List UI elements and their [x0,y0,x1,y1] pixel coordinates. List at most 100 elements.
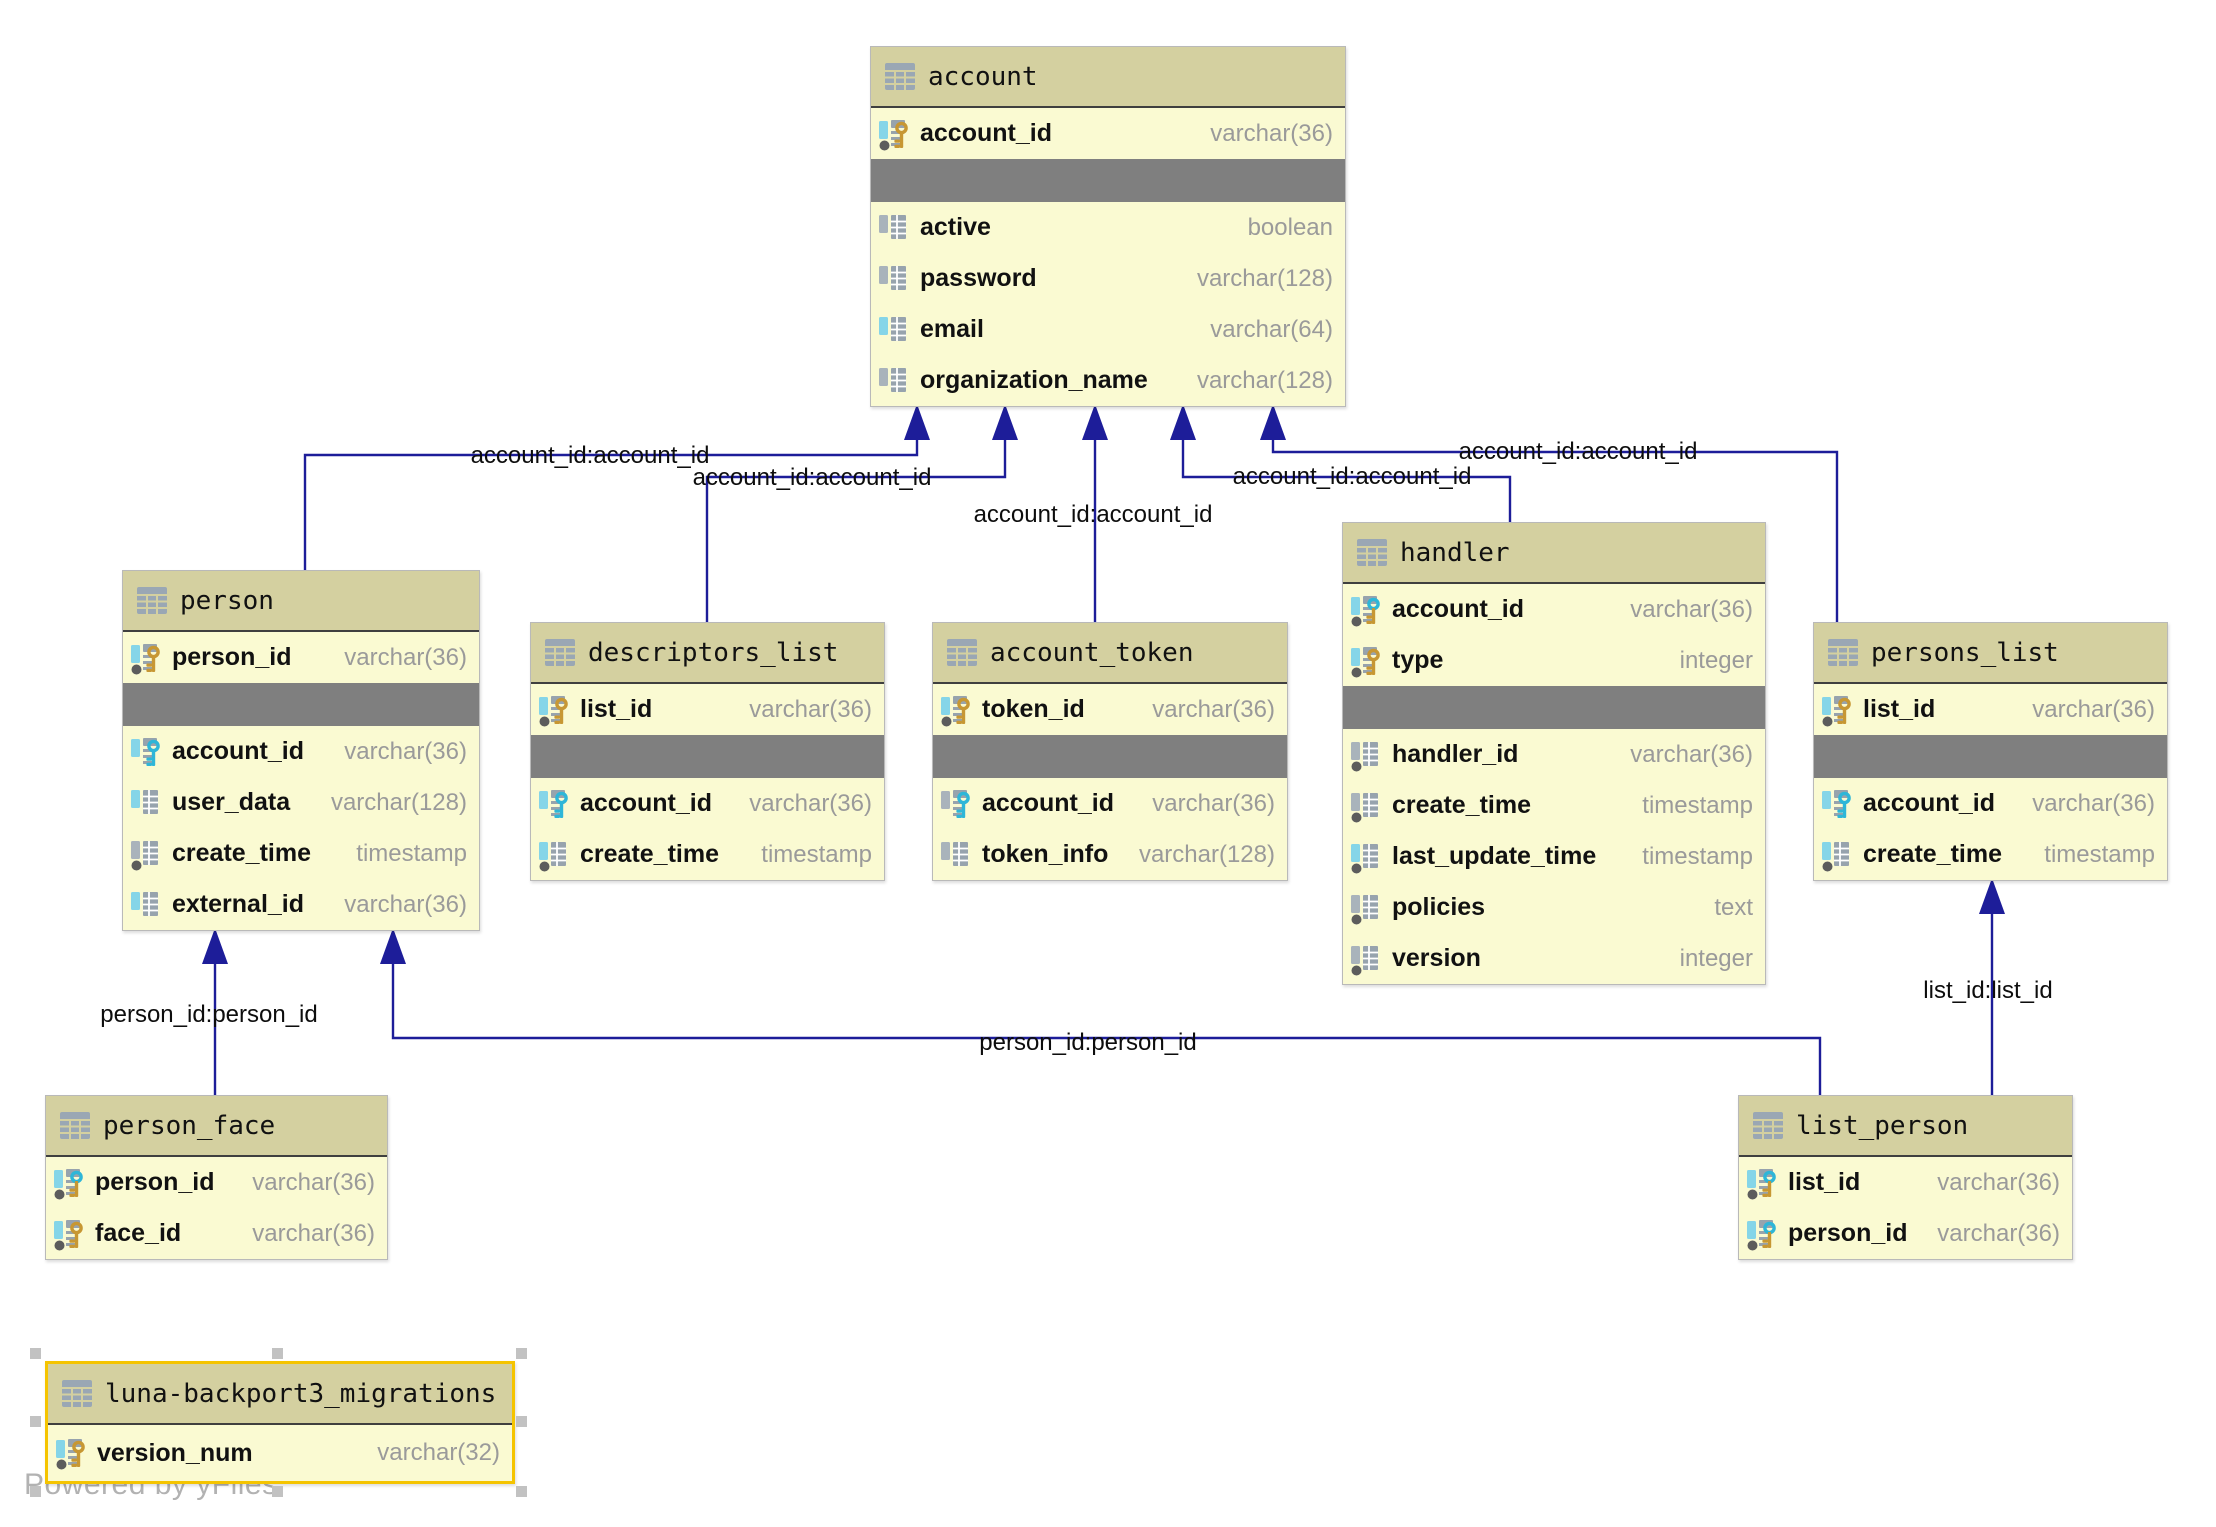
table-descriptors-list[interactable]: descriptors_list list_id varchar(36) acc… [530,622,885,881]
relationship-edge[interactable] [1979,878,2005,1095]
column-type: varchar(36) [252,1219,375,1247]
table-name: descriptors_list [588,637,839,668]
column-type: varchar(36) [344,737,467,765]
arrowhead-icon [1082,404,1108,440]
table-header[interactable]: descriptors_list [531,623,884,684]
table-person[interactable]: person person_id varchar(36) account_id … [122,570,480,931]
column-icon [539,840,567,871]
relationship-edge[interactable] [1170,404,1512,522]
selection-handle[interactable] [30,1348,41,1359]
column-type: varchar(36) [1630,740,1753,768]
column-row: account_id varchar(36) [531,778,884,829]
table-header[interactable]: luna-backport3_migrations [48,1364,512,1425]
relationship-label: list_id:list_id [1923,977,2053,1004]
column-type: varchar(128) [1196,366,1333,394]
selection-handle[interactable] [272,1348,283,1359]
column-name: create_time [1392,791,1531,819]
column-type: varchar(36) [344,643,467,671]
column-type: text [1714,893,1753,921]
column-type: varchar(64) [1210,315,1333,343]
column-icon [879,213,907,240]
column-name: version [1392,944,1481,972]
column-name: active [920,213,991,241]
table-person-face[interactable]: person_face person_id varchar(36) face_i… [45,1095,388,1260]
column-name: external_id [172,890,305,918]
column-name: account_id [920,119,1052,147]
column-row: type integer [1343,635,1765,686]
column-name: account_id [982,789,1114,817]
column-row: list_id varchar(36) [531,684,884,735]
key-separator [123,683,479,726]
relationship-edge[interactable] [1082,404,1108,622]
column-type: varchar(36) [749,789,872,817]
table-name: person_face [103,1110,276,1141]
selection-handle[interactable] [30,1486,41,1497]
table-header[interactable]: person_face [46,1096,387,1157]
column-type: timestamp [2044,840,2155,868]
arrowhead-icon [1260,404,1286,440]
primary-key-icon [56,1439,85,1470]
table-account-token[interactable]: account_token token_id varchar(36) accou… [932,622,1288,881]
relationship-edge[interactable] [303,404,930,570]
column-type: varchar(128) [330,788,467,816]
table-handler[interactable]: handler account_id varchar(36) type inte… [1342,522,1766,985]
column-name: handler_id [1392,740,1519,768]
table-header[interactable]: account_token [933,623,1287,684]
column-name: last_update_time [1392,842,1597,870]
column-type: integer [1679,944,1753,972]
table-persons-list[interactable]: persons_list list_id varchar(36) account… [1813,622,2168,881]
column-icon [1351,740,1379,771]
table-icon [947,639,977,666]
column-row: create_time timestamp [123,828,479,879]
primary-key-icon [1351,646,1380,677]
selection-handle[interactable] [30,1416,41,1427]
column-type: varchar(36) [1937,1168,2060,1196]
column-icon [1351,944,1379,975]
column-type: varchar(128) [1196,264,1333,292]
table-header[interactable]: list_person [1739,1096,2072,1157]
column-name: account_id [1392,595,1524,623]
primary-key-icon [54,1219,83,1250]
selection-handle[interactable] [516,1486,527,1497]
column-type: varchar(36) [1152,789,1275,817]
column-row: account_id varchar(36) [1343,584,1765,635]
table-account[interactable]: account account_id varchar(36) active bo… [870,46,1346,407]
table-header[interactable]: handler [1343,523,1765,584]
key-separator [933,735,1287,778]
table-list-person[interactable]: list_person list_id varchar(36) person_i… [1738,1095,2073,1260]
column-icon [131,839,159,870]
key-separator [871,159,1345,202]
primary-key-icon [131,643,160,674]
selection-handle[interactable] [272,1486,283,1497]
column-icon [1822,840,1850,871]
column-name: token_info [982,840,1109,868]
column-type: timestamp [356,839,467,867]
table-header[interactable]: person [123,571,479,632]
column-type: varchar(36) [2032,695,2155,723]
relationship-edge[interactable] [202,928,228,1095]
relationship-label: person_id:person_id [979,1029,1197,1056]
relationship-edge[interactable] [380,928,1822,1095]
column-row: password varchar(128) [871,253,1345,304]
relationship-edge[interactable] [705,404,1018,622]
column-row: account_id varchar(36) [871,108,1345,159]
column-name: create_time [172,839,311,867]
table-luna-backport3-migrations[interactable]: luna-backport3_migrations version_num va… [45,1361,515,1484]
column-name: email [920,315,984,343]
table-icon [885,63,915,90]
relationship-edge[interactable] [1260,404,1839,622]
relationship-label: account_id:account_id [1232,463,1472,490]
column-type: timestamp [761,840,872,868]
key-separator [531,735,884,778]
key-separator [1343,686,1765,729]
column-row: last_update_time timestamp [1343,831,1765,882]
selection-handle[interactable] [516,1348,527,1359]
column-row: person_id varchar(36) [46,1157,387,1208]
selection-handle[interactable] [516,1416,527,1427]
table-header[interactable]: account [871,47,1345,108]
column-name: person_id [172,643,292,671]
column-icon [879,315,907,342]
column-row: version integer [1343,933,1765,984]
table-header[interactable]: persons_list [1814,623,2167,684]
relationship-label: account_id:account_id [973,501,1213,528]
